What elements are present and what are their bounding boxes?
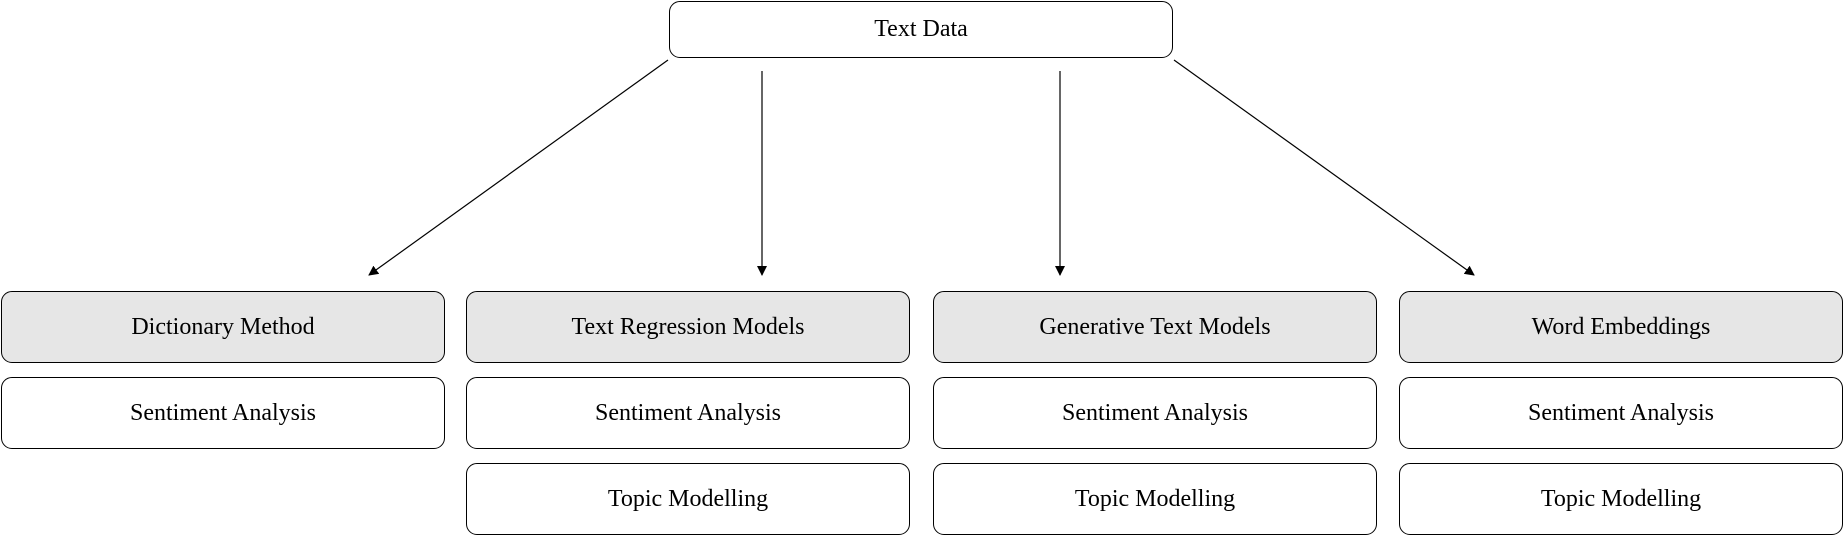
task-node-label: Sentiment Analysis — [130, 399, 316, 426]
method-node-label: Dictionary Method — [131, 313, 315, 340]
arrow-to-word-embeddings — [1173, 59, 1475, 276]
task-node-sentiment-analysis: Sentiment Analysis — [933, 377, 1377, 449]
task-node-label: Sentiment Analysis — [1062, 399, 1248, 426]
method-node-label: Generative Text Models — [1039, 313, 1271, 340]
task-node-label: Sentiment Analysis — [1528, 399, 1714, 426]
task-node-topic-modelling: Topic Modelling — [933, 463, 1377, 535]
task-node-label: Topic Modelling — [1540, 485, 1702, 512]
task-node-sentiment-analysis: Sentiment Analysis — [466, 377, 910, 449]
method-node-dictionary-method: Dictionary Method — [1, 291, 445, 363]
task-node-sentiment-analysis: Sentiment Analysis — [1, 377, 445, 449]
task-node-label: Sentiment Analysis — [595, 399, 781, 426]
task-node-sentiment-analysis: Sentiment Analysis — [1399, 377, 1843, 449]
method-node-generative-text-models: Generative Text Models — [933, 291, 1377, 363]
task-node-label: Topic Modelling — [607, 485, 769, 512]
arrow-to-dictionary-method — [368, 59, 669, 276]
method-node-text-regression-models: Text Regression Models — [466, 291, 910, 363]
method-node-word-embeddings: Word Embeddings — [1399, 291, 1843, 363]
root-node-text-data: Text Data — [669, 1, 1173, 58]
root-node-label: Text Data — [874, 16, 968, 42]
task-node-topic-modelling: Topic Modelling — [1399, 463, 1843, 535]
task-node-label: Topic Modelling — [1074, 485, 1236, 512]
task-node-topic-modelling: Topic Modelling — [466, 463, 910, 535]
method-node-label: Word Embeddings — [1531, 313, 1711, 340]
method-node-label: Text Regression Models — [571, 313, 805, 340]
